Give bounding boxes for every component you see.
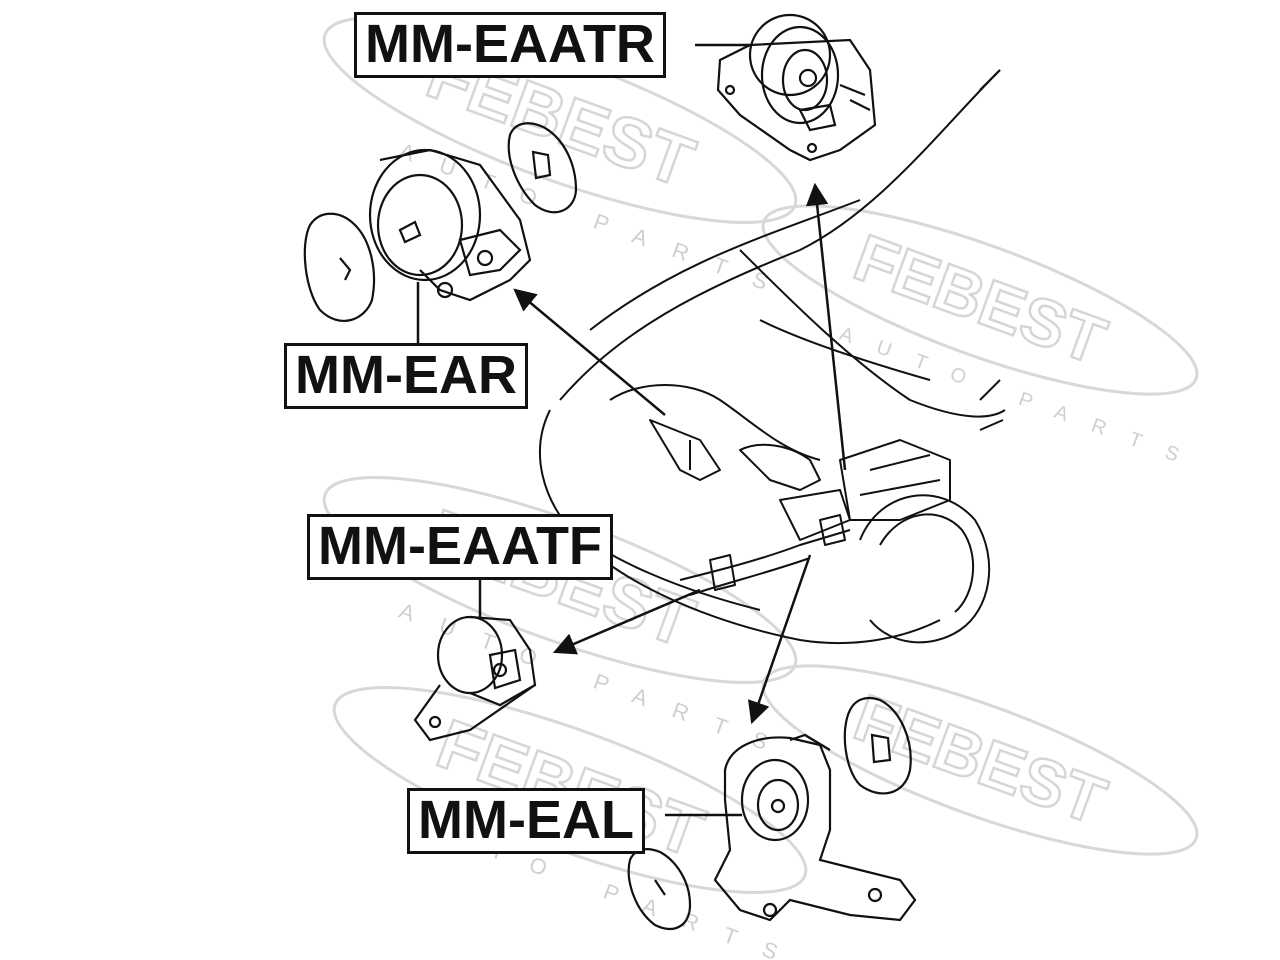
label-mm-eal: MM-EAL <box>407 788 645 854</box>
mount-mm-ear-drawing <box>303 122 578 322</box>
label-mm-ear: MM-EAR <box>284 343 528 409</box>
arrow-to-mm-eal <box>748 554 812 725</box>
label-mm-eaatr: MM-EAATR <box>354 12 666 78</box>
pointer-arrows <box>513 182 847 725</box>
label-leaders <box>416 43 750 817</box>
label-mm-eaatf: MM-EAATF <box>307 514 613 580</box>
watermark-2: FEBEST AUTO PARTS <box>761 204 1206 475</box>
watermark-3: FEBEST AUTO PARTS <box>322 476 797 764</box>
mount-mm-eal-drawing <box>627 696 917 931</box>
watermark-5: FEBEST <box>761 664 1199 856</box>
arrow-to-mm-ear <box>513 288 666 416</box>
mount-mm-eaatf-drawing <box>413 615 537 742</box>
arrow-to-mm-eaatf <box>552 588 701 655</box>
mount-mm-eaatr-drawing <box>716 13 877 162</box>
arrow-to-mm-eaatr <box>805 182 847 471</box>
